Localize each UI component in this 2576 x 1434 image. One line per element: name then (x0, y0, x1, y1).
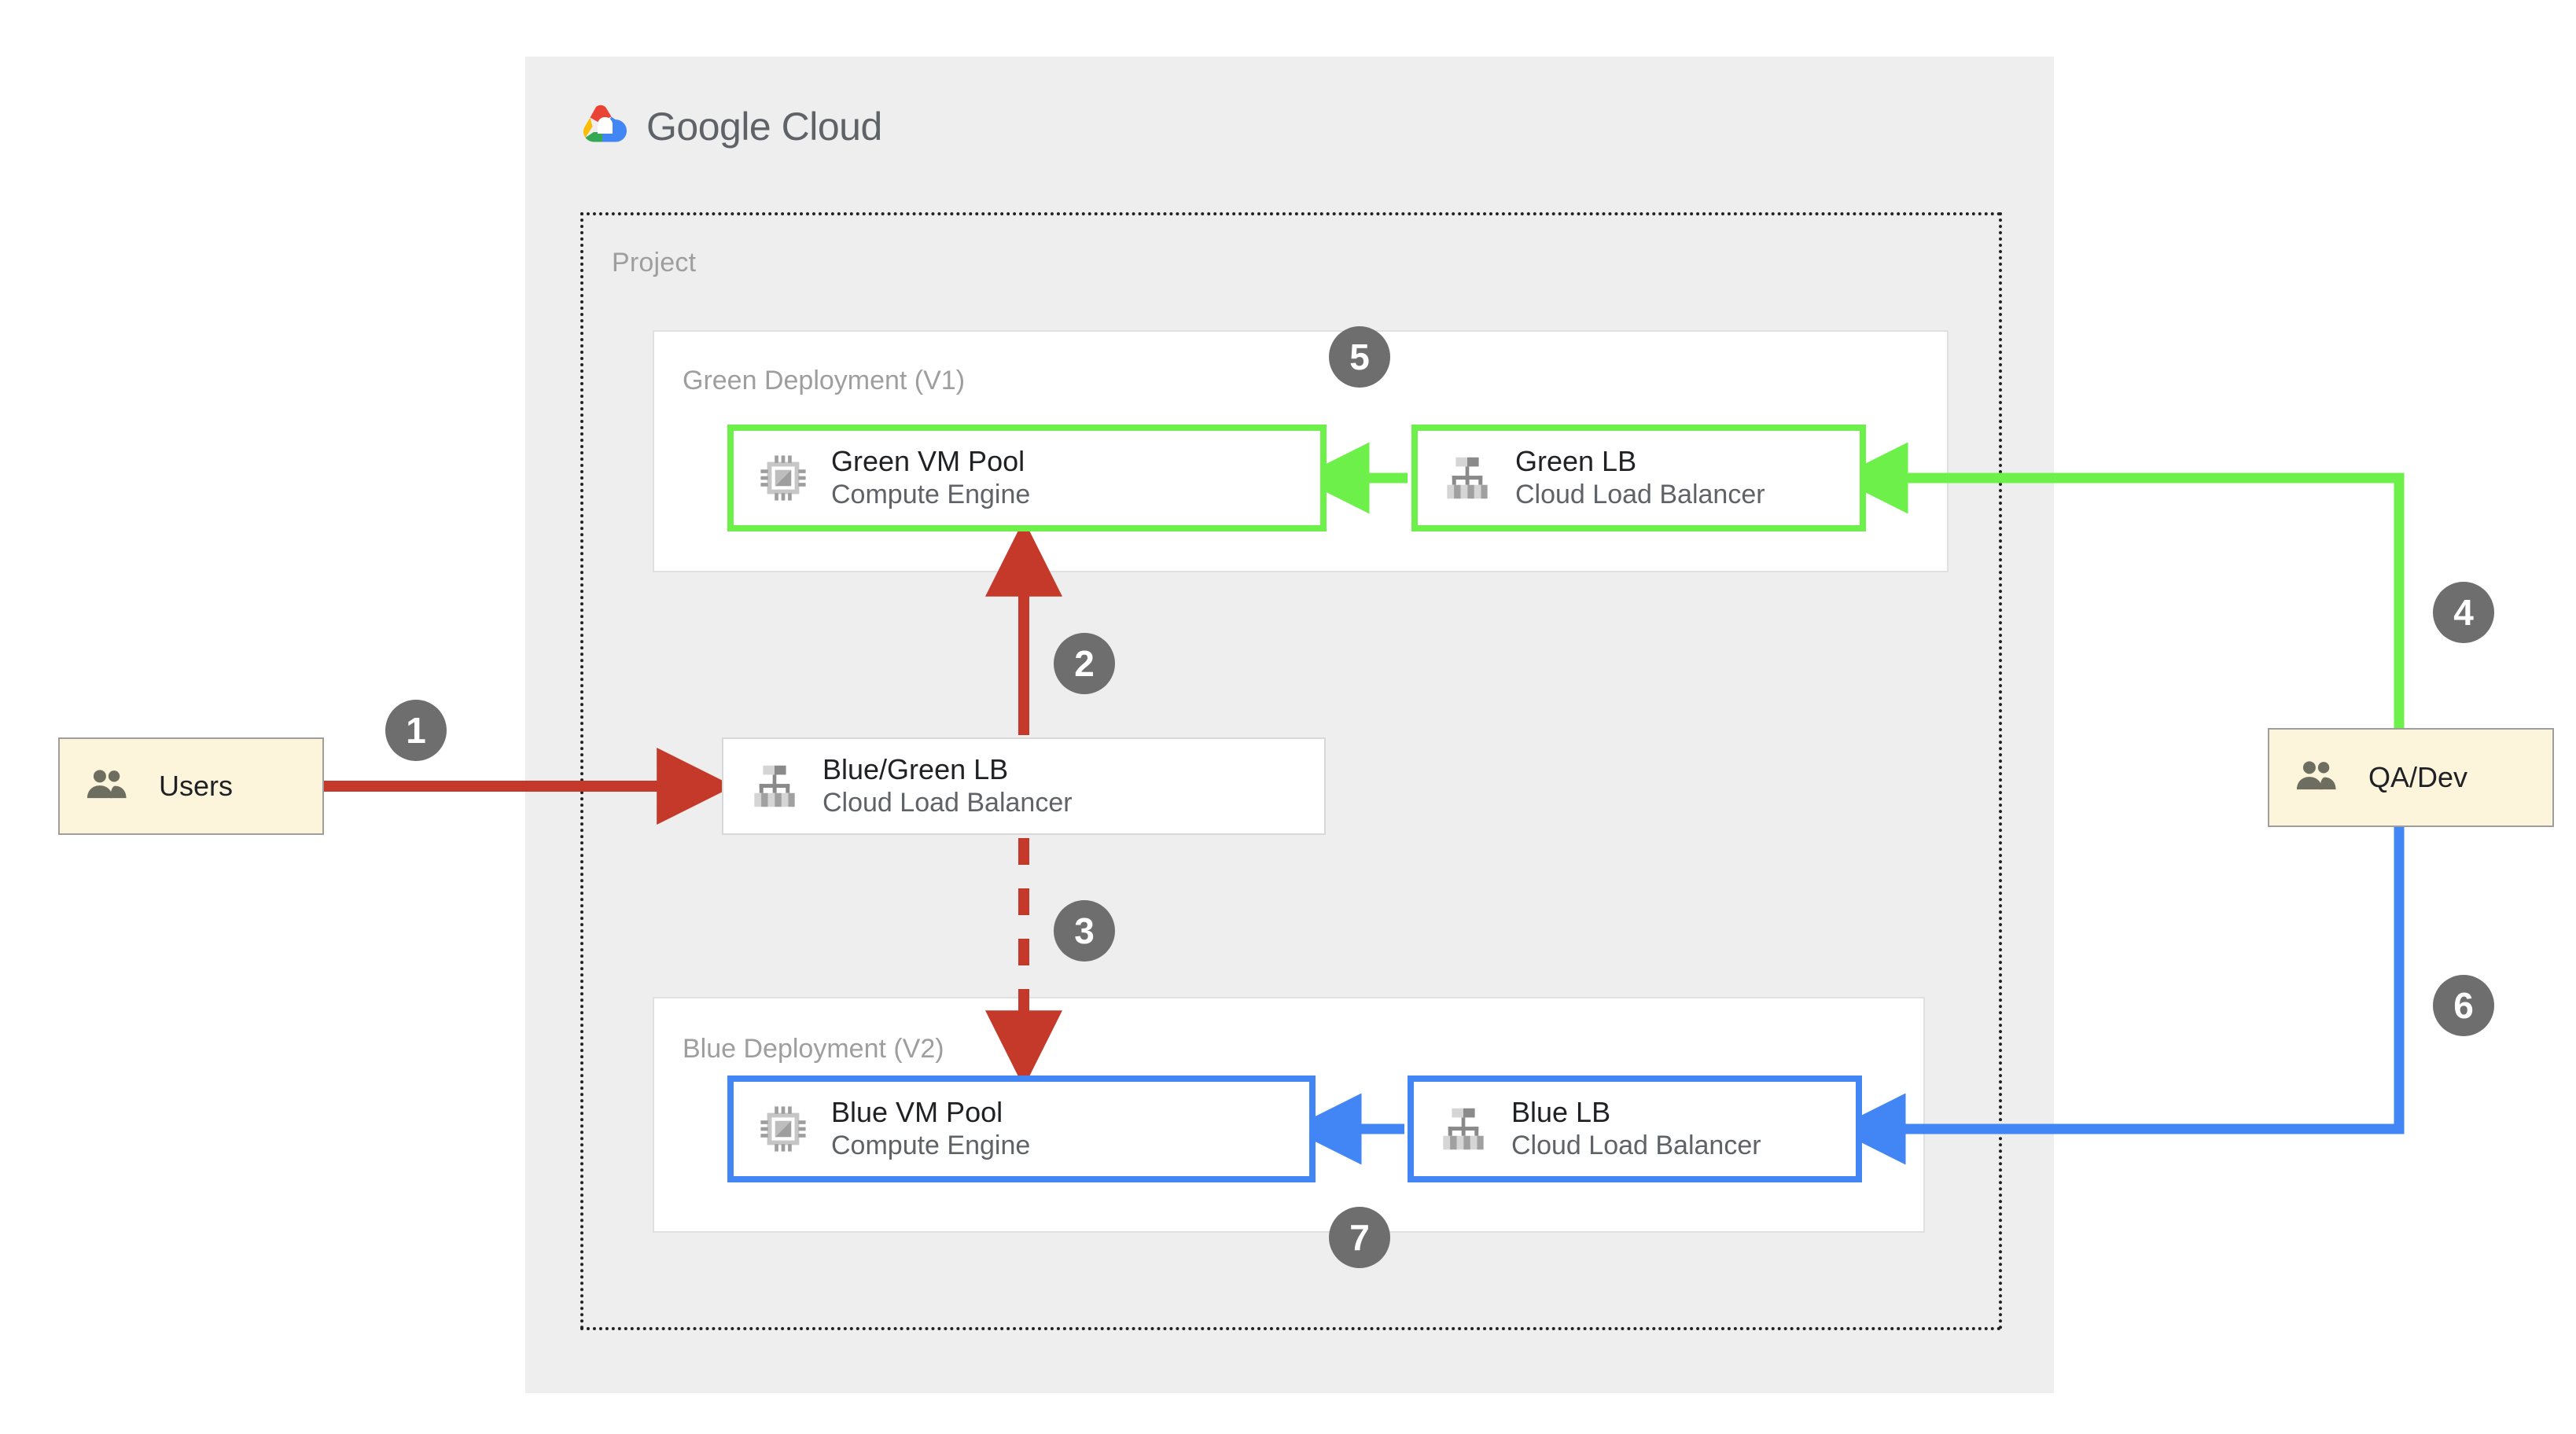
green-deployment-label: Green Deployment (V1) (683, 366, 966, 395)
actor-label: Users (159, 770, 234, 802)
node-title: Blue/Green LB (822, 753, 1009, 786)
cloud-load-balancer-icon (747, 759, 802, 814)
step-badge-7: 7 (1329, 1207, 1390, 1268)
node-title: Blue VM Pool (831, 1096, 1003, 1129)
node-title: Blue LB (1511, 1096, 1611, 1129)
project-label: Project (612, 248, 697, 278)
cloud-load-balancer-icon (1440, 450, 1495, 506)
node-blue-vm-pool[interactable]: Blue VM Pool Compute Engine (727, 1076, 1316, 1182)
step-badge-5: 5 (1329, 326, 1390, 388)
node-blue-lb[interactable]: Blue LB Cloud Load Balancer (1408, 1076, 1862, 1182)
step-badge-1: 1 (385, 700, 447, 761)
cloud-load-balancer-icon (1436, 1101, 1491, 1156)
node-subtitle: Cloud Load Balancer (822, 788, 1073, 818)
node-subtitle: Cloud Load Balancer (1511, 1131, 1761, 1161)
node-subtitle: Compute Engine (831, 1131, 1031, 1161)
blue-deployment-label: Blue Deployment (V2) (683, 1034, 944, 1064)
compute-engine-cpu-icon (756, 1101, 811, 1156)
node-subtitle: Compute Engine (831, 480, 1031, 510)
node-title: Green VM Pool (831, 445, 1025, 478)
actor-qa-dev[interactable]: QA/Dev (2268, 728, 2554, 827)
node-green-vm-pool[interactable]: Green VM Pool Compute Engine (727, 425, 1327, 531)
node-subtitle: Cloud Load Balancer (1515, 480, 1765, 510)
actor-users[interactable]: Users (58, 737, 324, 835)
node-green-lb[interactable]: Green LB Cloud Load Balancer (1411, 425, 1866, 531)
actor-label: QA/Dev (2368, 761, 2468, 793)
step-badge-6: 6 (2433, 975, 2494, 1036)
node-title: Green LB (1515, 445, 1637, 478)
google-cloud-logo-icon (579, 102, 631, 150)
people-icon (2291, 751, 2342, 805)
project-boundary (580, 212, 2002, 1330)
node-blue-green-lb[interactable]: Blue/Green LB Cloud Load Balancer (722, 737, 1326, 835)
compute-engine-cpu-icon (756, 450, 811, 506)
step-badge-2: 2 (1054, 633, 1115, 694)
people-icon (82, 759, 132, 814)
google-cloud-brand: Google Cloud (579, 102, 882, 150)
step-badge-4: 4 (2433, 582, 2494, 643)
step-badge-3: 3 (1054, 900, 1115, 962)
brand-name: Google Cloud (646, 104, 882, 149)
